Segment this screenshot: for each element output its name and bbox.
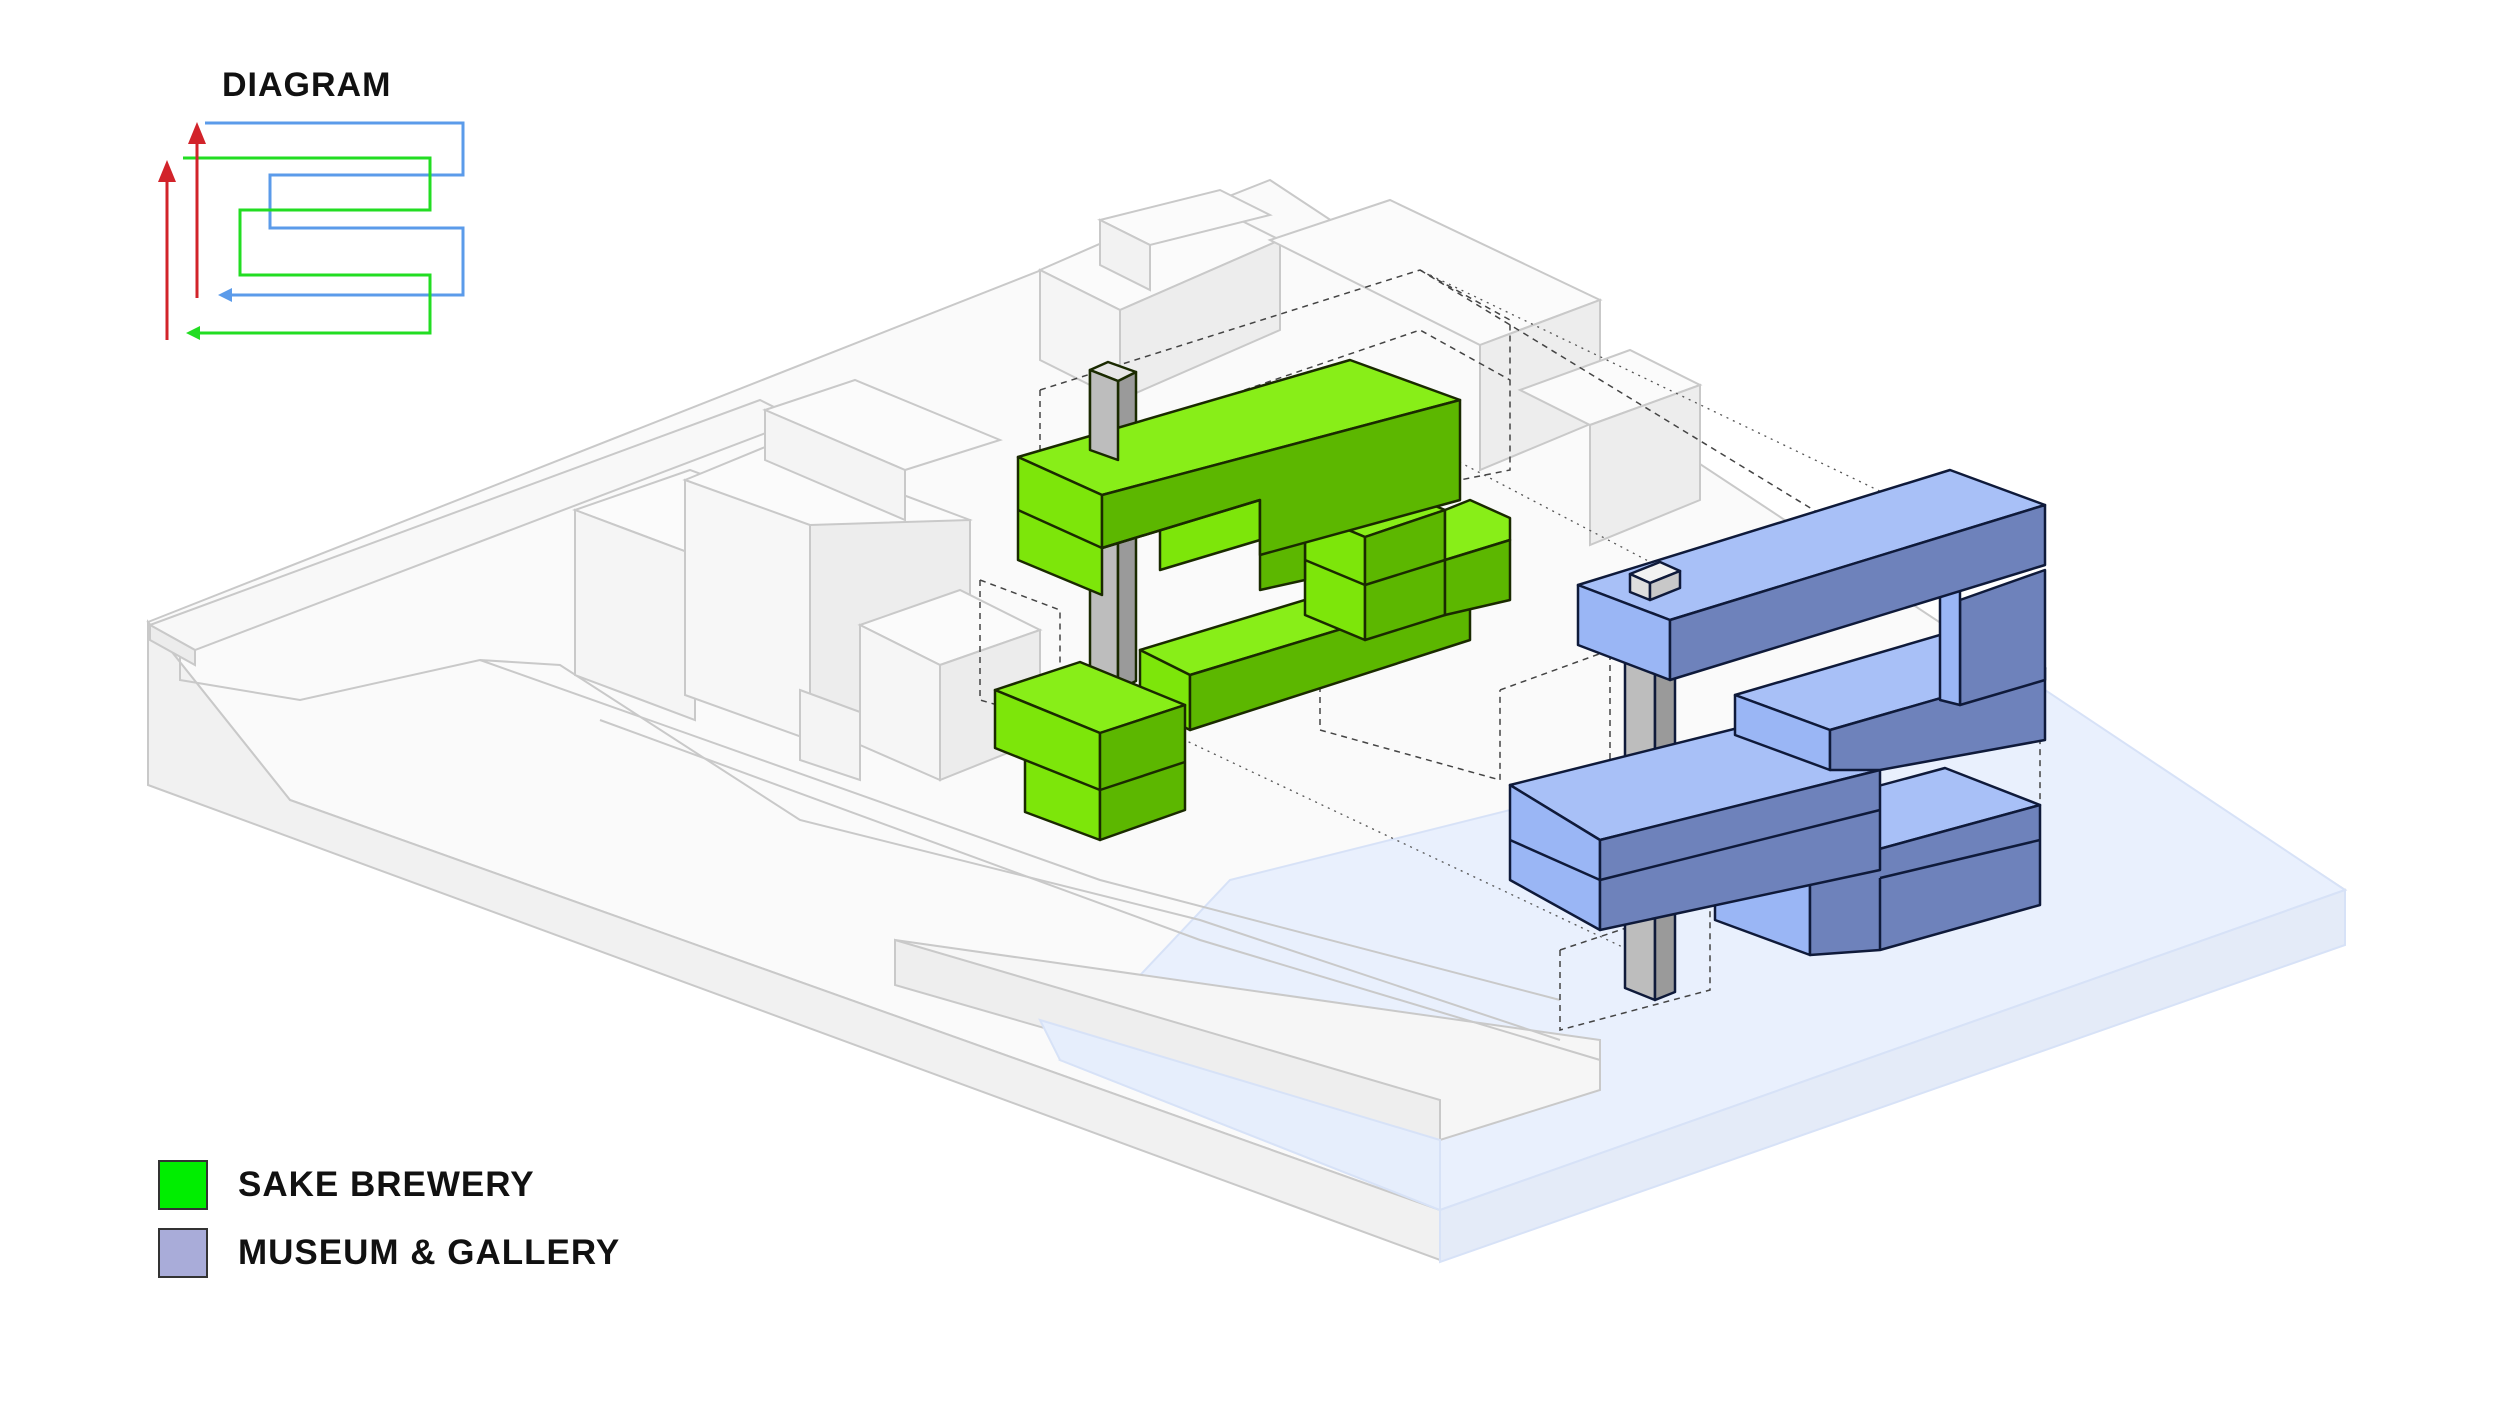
museum-bar-1-side <box>1668 503 2047 682</box>
building-i-front <box>799 688 861 782</box>
legend: SAKE BREWERY MUSEUM & GALLERY <box>158 1158 620 1294</box>
legend-label: SAKE BREWERY <box>238 1165 535 1204</box>
brewery-stack-side <box>1098 703 1187 842</box>
road-curb <box>179 640 1561 1041</box>
road-edge <box>479 659 1561 1001</box>
water-front <box>1439 888 2346 1264</box>
legend-label: MUSEUM & GALLERY <box>238 1233 621 1272</box>
building-e-front <box>1099 218 1151 292</box>
building-a-front <box>574 508 696 722</box>
brewery-bar-1-front <box>1016 455 1104 597</box>
circulation-diagram <box>158 121 465 340</box>
green-path <box>183 156 432 335</box>
brewery-core-upper <box>1088 368 1120 462</box>
road-edge-2 <box>599 719 1601 1061</box>
building-c-front <box>764 408 906 522</box>
museum-bar-3-side <box>1598 768 1882 932</box>
museum-end-front <box>1938 588 1962 707</box>
blue-arrowhead <box>218 288 232 302</box>
legend-swatch-green <box>158 1160 208 1210</box>
brewery-bar-2-side <box>1443 538 1512 617</box>
blue-path <box>205 121 465 297</box>
legend-item-museum-gallery: MUSEUM & GALLERY <box>158 1226 620 1280</box>
red-arrow-right-head <box>188 122 206 144</box>
building-g-side <box>1589 383 1701 547</box>
museum-gallery-massing <box>1508 468 2047 1002</box>
front-strip-side <box>149 623 196 667</box>
embankment-water <box>1038 1018 1441 1212</box>
green-arrowhead <box>186 326 200 340</box>
legend-swatch-blue <box>158 1228 208 1278</box>
museum-core-cap-side <box>1648 569 1682 602</box>
building-b-front <box>684 478 811 742</box>
museum-end-side <box>1958 568 2047 707</box>
sake-brewery-massing <box>993 358 1512 842</box>
context-buildings <box>572 188 1703 782</box>
red-arrow-left-head <box>158 160 176 182</box>
diagram-title: DIAGRAM <box>222 66 392 104</box>
legend-item-sake-brewery: SAKE BREWERY <box>158 1158 620 1212</box>
museum-bar-4-side <box>1808 803 2042 957</box>
